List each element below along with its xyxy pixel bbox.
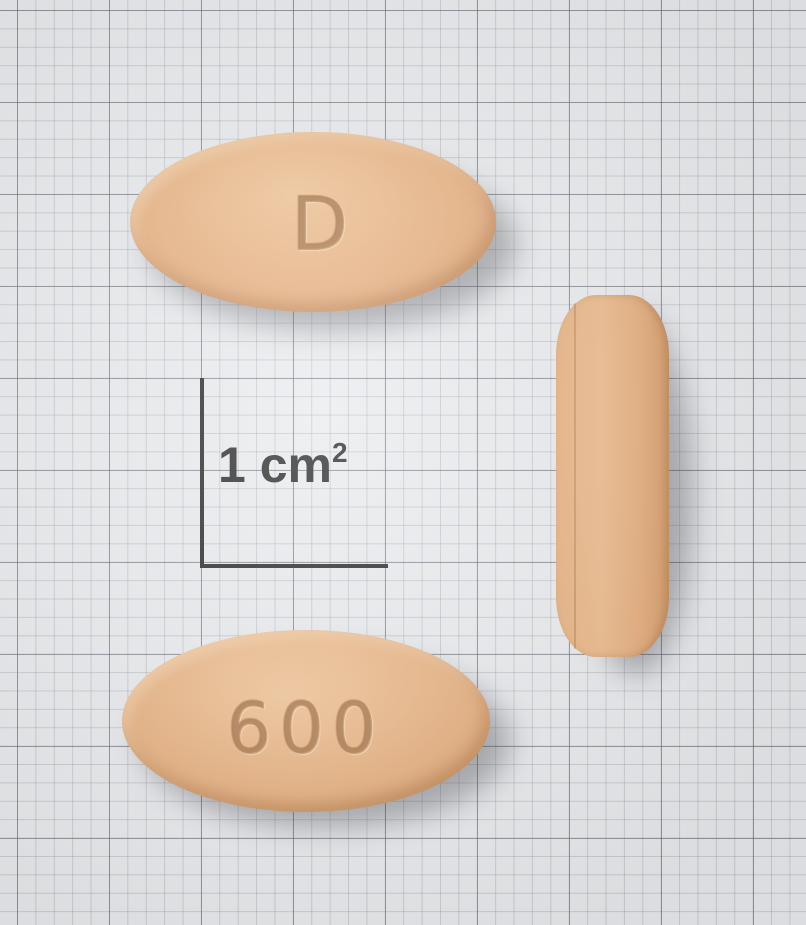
tablet-side-view bbox=[556, 295, 669, 657]
tablet-back-view: 600 bbox=[122, 630, 490, 812]
tablet-front-view: D bbox=[130, 132, 496, 312]
scale-value: 1 cm bbox=[218, 437, 332, 493]
scale-label: 1 cm2 bbox=[218, 437, 348, 493]
tablet-imprint-back: 600 bbox=[227, 688, 385, 770]
scale-superscript: 2 bbox=[331, 437, 348, 469]
scale-bar bbox=[200, 378, 388, 568]
tablet-imprint-front: D bbox=[291, 182, 349, 268]
